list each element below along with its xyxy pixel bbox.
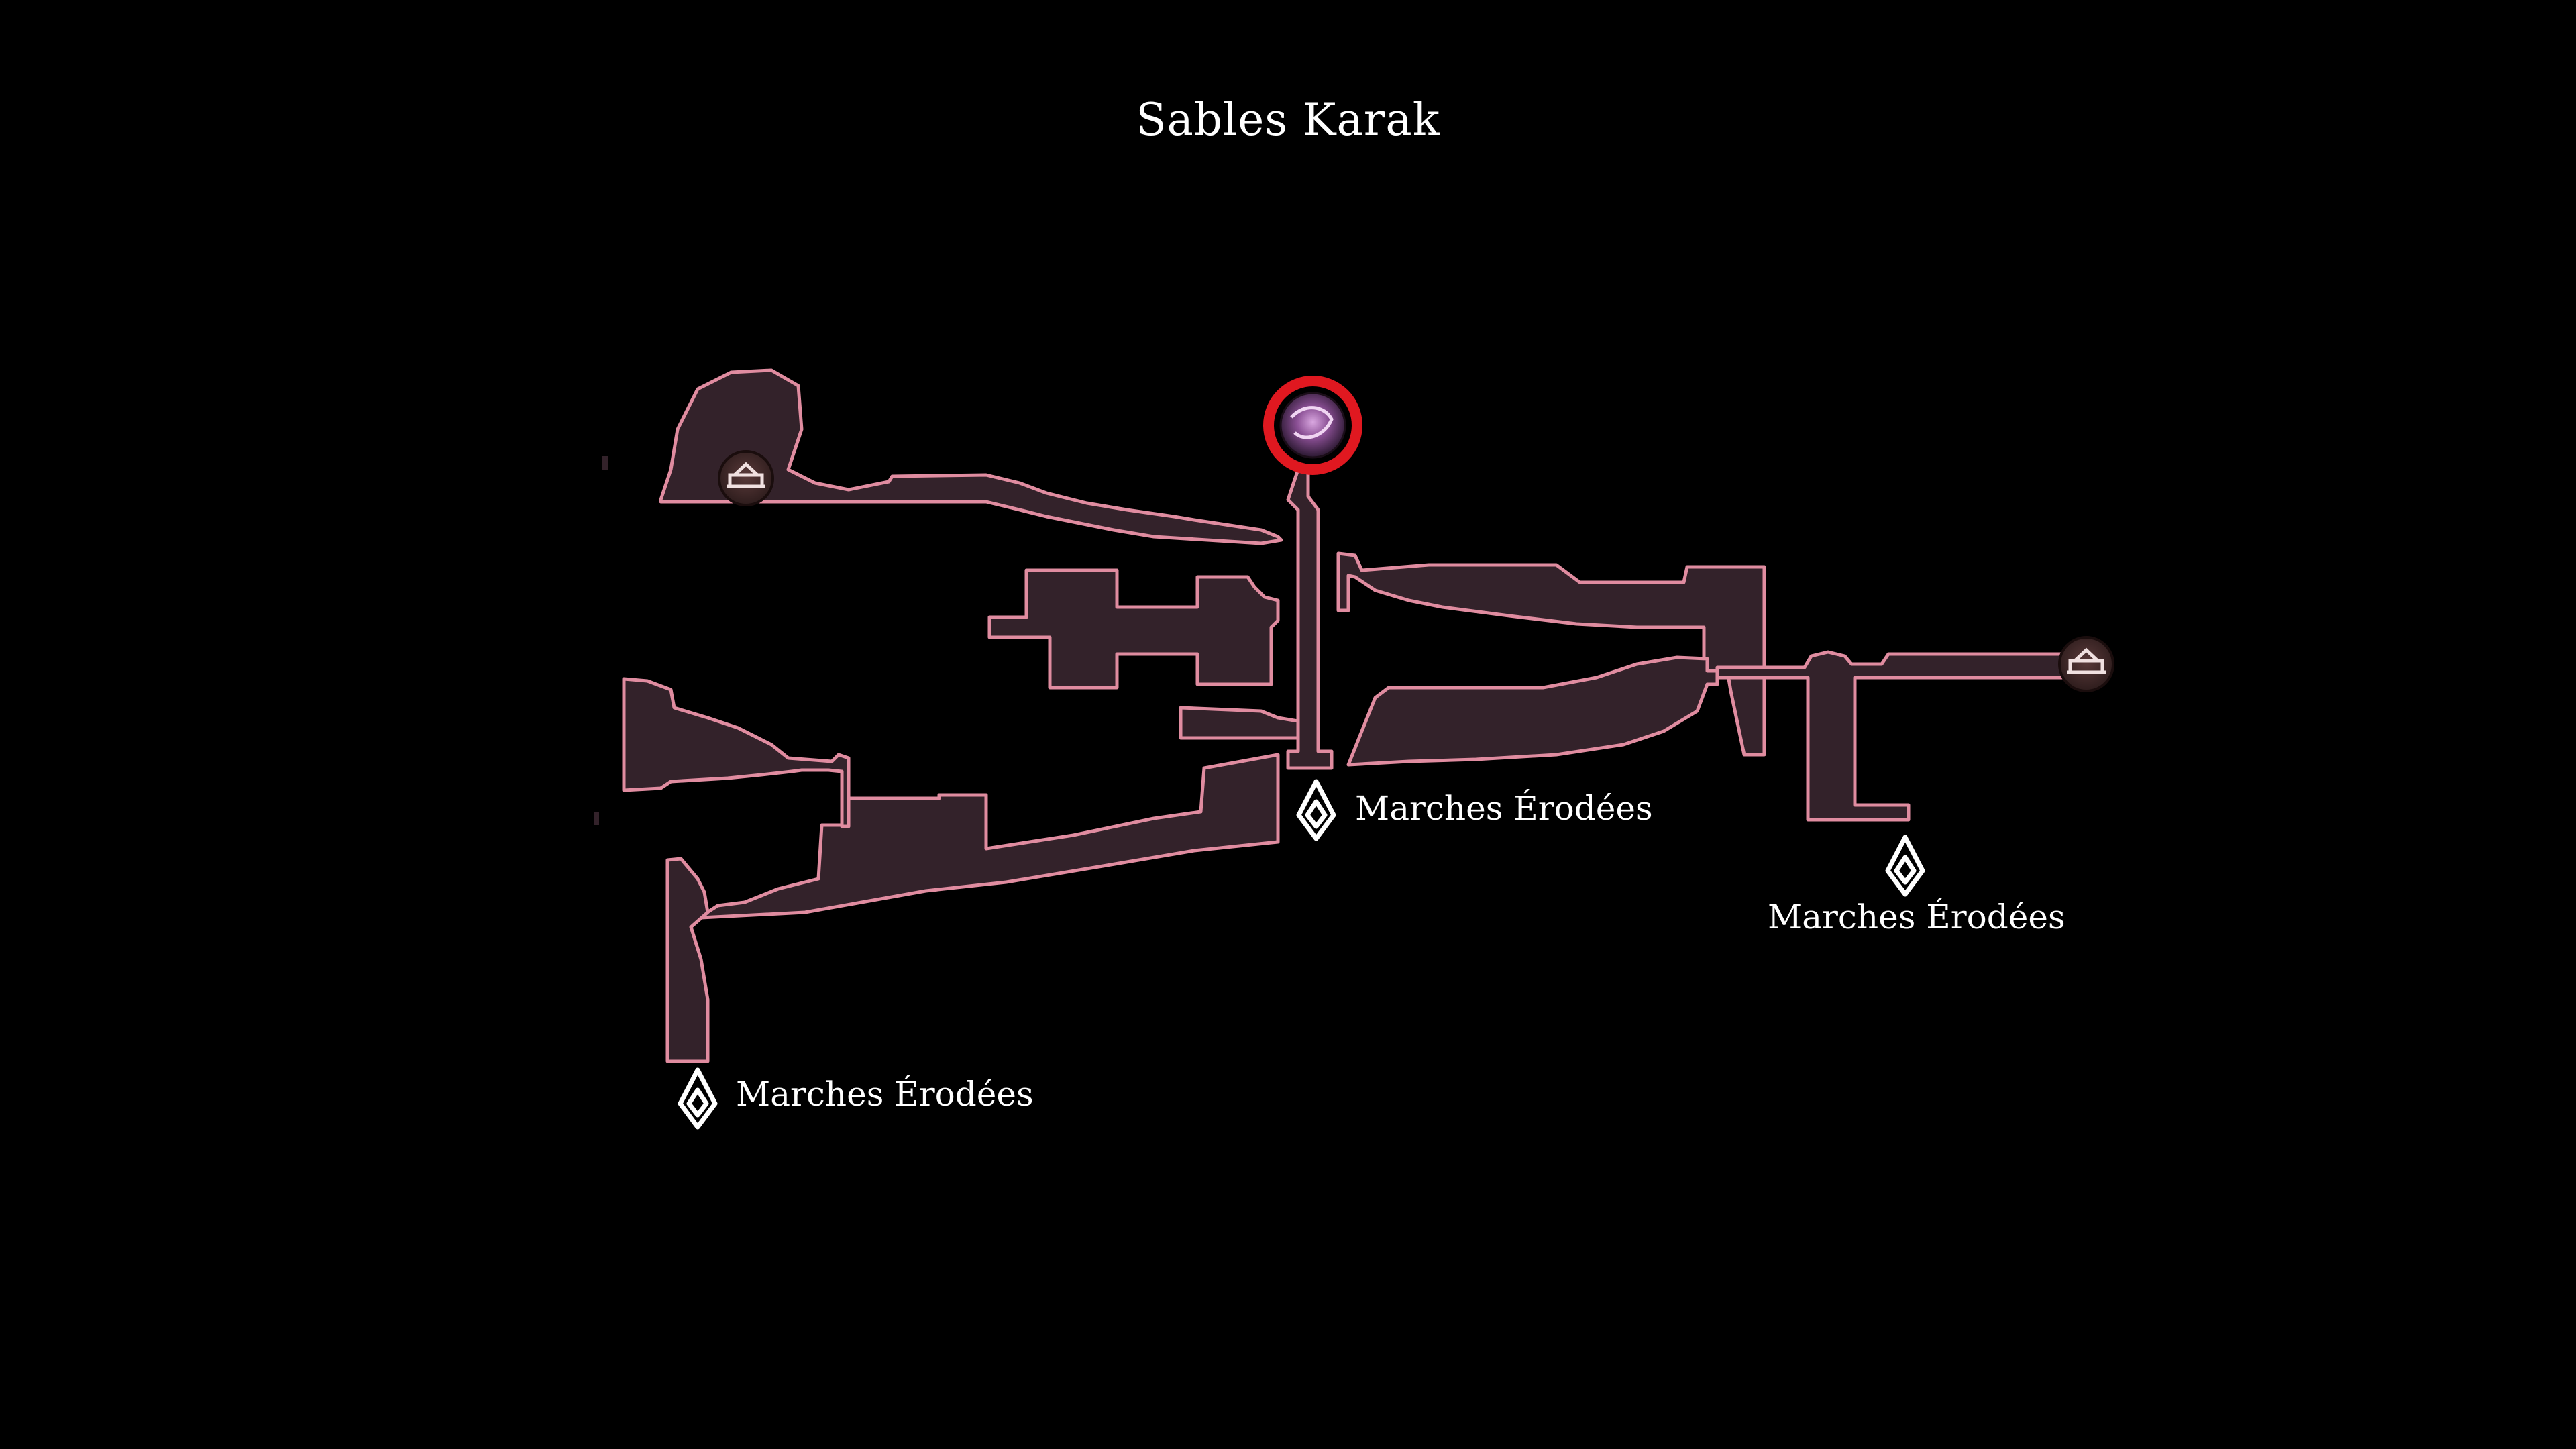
room-central-shaft <box>1286 468 1334 770</box>
map-rooms <box>622 368 2075 1063</box>
exit-label-marches-erodees-center[interactable]: Marches Érodées <box>1355 789 1653 828</box>
orb-swirl <box>1290 406 1334 439</box>
transition-marker-icon <box>1885 835 1925 897</box>
room-left-blocks <box>987 568 1280 690</box>
exit-label-marches-erodees-right[interactable]: Marches Érodées <box>1768 898 2065 936</box>
area-title: Sables Karak <box>1136 94 1440 146</box>
exit-label-marches-erodees-left[interactable]: Marches Érodées <box>736 1075 1034 1114</box>
transition-marker-icon <box>1296 779 1336 841</box>
room-far-left <box>622 677 851 828</box>
room-right-middle <box>1346 655 1719 767</box>
purple-orb-icon <box>1279 392 1346 459</box>
bench-icon <box>727 462 765 488</box>
objective-marker <box>1263 376 1362 475</box>
room-right-corridor <box>1715 650 2075 822</box>
room-lower-diagonal <box>682 753 1280 929</box>
bench-marker-right <box>2058 636 2114 692</box>
room-small-bar <box>1179 706 1300 740</box>
map-edge-ticks <box>594 456 608 825</box>
bench-icon <box>2067 647 2106 674</box>
room-left-shaft <box>665 857 710 1063</box>
room-top-left-dome <box>659 368 1283 545</box>
bench-marker-left <box>718 450 774 506</box>
transition-markers <box>678 779 1925 1130</box>
objective-highlight-ring <box>1263 376 1362 475</box>
transition-marker-icon <box>678 1067 718 1130</box>
